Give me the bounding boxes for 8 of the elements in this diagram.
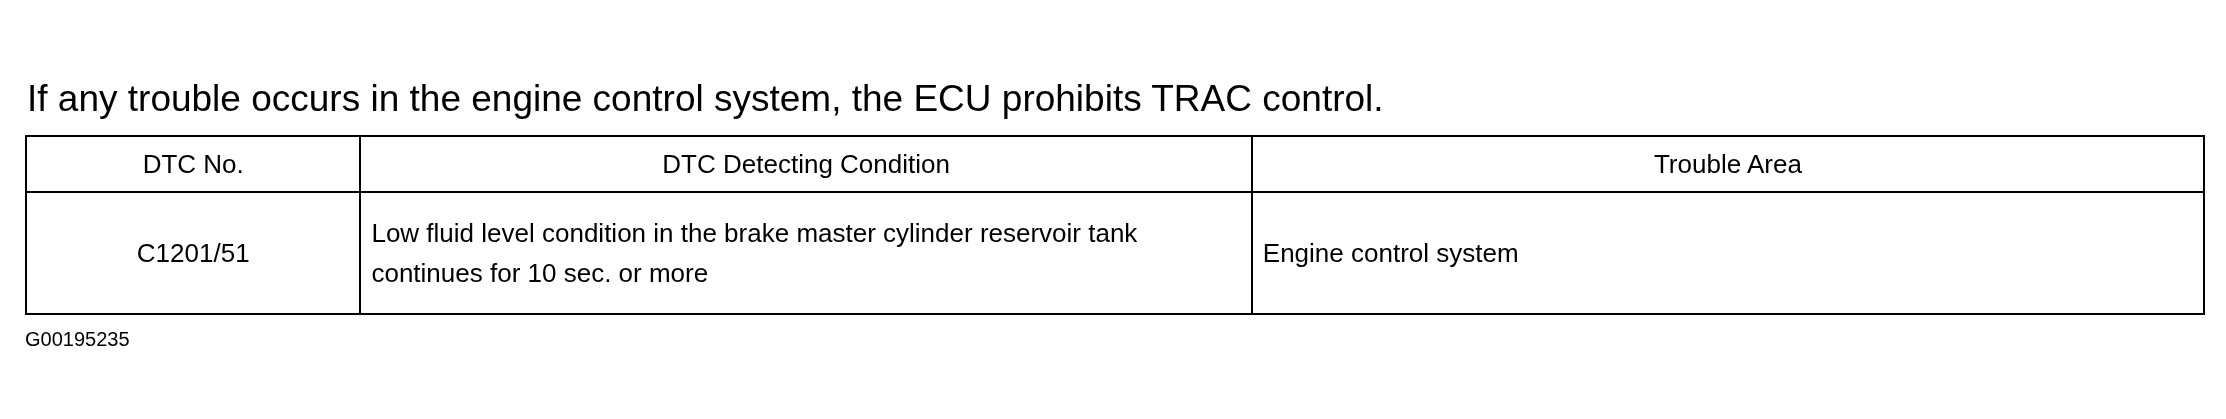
column-header: Trouble Area	[1653, 148, 1802, 179]
title-text: If any trouble occurs in the engine control system, the ECU prohibits TRAC control.	[27, 78, 1384, 120]
table-cell: Low fluid level condition in the brake master cylinder reservoir tank continues for 10 sec. or more	[371, 218, 1138, 288]
column-header: DTC Detecting Condition	[662, 148, 950, 179]
table-cell: Engine control system	[1262, 238, 1519, 268]
figure-code: G00195235	[25, 328, 130, 351]
table-cell: C1201/51	[136, 238, 250, 268]
column-header: DTC No.	[142, 148, 244, 179]
